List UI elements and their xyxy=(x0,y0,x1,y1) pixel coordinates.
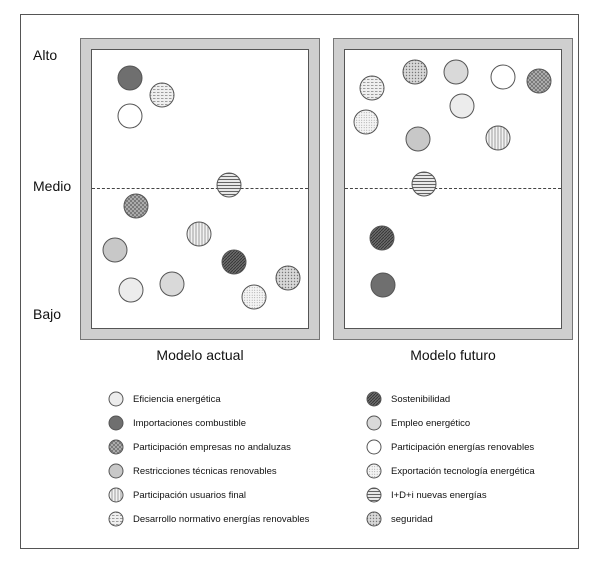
legend-label: Empleo energético xyxy=(391,417,471,429)
figure-frame xyxy=(20,14,579,549)
bubble-vertical-lines xyxy=(485,125,511,151)
legend-swatch-crosshatch xyxy=(108,439,124,455)
legend-label: I+D+i nuevas energías xyxy=(391,489,487,501)
legend-swatch-grid-dots xyxy=(366,511,382,527)
medium-threshold-line xyxy=(92,188,308,189)
bubble-dark-grey xyxy=(370,272,396,298)
legend-item: Empleo energético xyxy=(366,415,470,431)
legend-label: Exportación tecnología energética xyxy=(391,465,535,477)
legend-item: Participación usuarios final xyxy=(108,487,246,503)
legend-swatch-plain-light xyxy=(108,391,124,407)
legend-swatch-dark-dots xyxy=(366,391,382,407)
bubble-fine-dots xyxy=(353,109,379,135)
bubble-plain-light xyxy=(118,277,144,303)
bubble-horizontal-dashes xyxy=(359,75,385,101)
legend-label: Desarrollo normativo energías renovables xyxy=(133,513,310,525)
legend-label: Participación empresas no andaluzas xyxy=(133,441,291,453)
legend-label: Eficiencia energética xyxy=(133,393,221,405)
bubble-white xyxy=(117,103,143,129)
legend-item: Sostenibilidad xyxy=(366,391,450,407)
bubble-crosshatch xyxy=(526,68,552,94)
legend-item: Importaciones combustible xyxy=(108,415,246,431)
bubble-grid-dots xyxy=(275,265,301,291)
legend-item: Desarrollo normativo energías renovables xyxy=(108,511,309,527)
legend-item: Eficiencia energética xyxy=(108,391,221,407)
y-label-high: Alto xyxy=(33,47,58,63)
legend-item: I+D+i nuevas energías xyxy=(366,487,487,503)
bubble-mid-grey xyxy=(405,126,431,152)
bubble-plain-light xyxy=(449,93,475,119)
legend-label: seguridad xyxy=(391,513,433,525)
panel-title-futuro: Modelo futuro xyxy=(410,347,496,363)
bubble-dark-dots xyxy=(369,225,395,251)
medium-threshold-line xyxy=(345,188,561,189)
bubble-dark-grey xyxy=(117,65,143,91)
legend-swatch-horizontal-dashes xyxy=(108,511,124,527)
y-label-low: Bajo xyxy=(33,306,62,322)
bubble-fine-dots xyxy=(241,284,267,310)
bubble-grid-dots xyxy=(402,59,428,85)
legend-item: Participación energías renovables xyxy=(366,439,534,455)
panel-modelo-actual xyxy=(80,38,320,340)
bubble-vertical-lines xyxy=(186,221,212,247)
legend-label: Importaciones combustible xyxy=(133,417,246,429)
legend-label: Participación energías renovables xyxy=(391,441,535,453)
bubble-horizontal-dashes xyxy=(149,82,175,108)
legend-item: Exportación tecnología energética xyxy=(366,463,535,479)
bubble-horizontal-lines xyxy=(411,171,437,197)
bubble-horizontal-lines xyxy=(216,172,242,198)
y-label-mid: Medio xyxy=(33,178,72,194)
bubble-mid-grey xyxy=(102,237,128,263)
legend-item: Restricciones técnicas renovables xyxy=(108,463,277,479)
legend-label: Participación usuarios final xyxy=(133,489,247,501)
legend-swatch-vertical-lines xyxy=(108,487,124,503)
bubble-light-grey xyxy=(159,271,185,297)
bubble-light-grey xyxy=(443,59,469,85)
legend-item: Participación empresas no andaluzas xyxy=(108,439,291,455)
legend-swatch-dark-grey xyxy=(108,415,124,431)
legend-label: Sostenibilidad xyxy=(391,393,451,405)
bubble-white xyxy=(490,64,516,90)
legend-label: Restricciones técnicas renovables xyxy=(133,465,277,477)
legend-swatch-fine-dots xyxy=(366,463,382,479)
bubble-crosshatch xyxy=(123,193,149,219)
legend-swatch-mid-grey xyxy=(108,463,124,479)
panel-title-actual: Modelo actual xyxy=(156,347,244,363)
legend-swatch-white xyxy=(366,439,382,455)
legend-item: seguridad xyxy=(366,511,433,527)
legend-swatch-light-grey xyxy=(366,415,382,431)
legend-swatch-horizontal-lines xyxy=(366,487,382,503)
bubble-dark-dots xyxy=(221,249,247,275)
